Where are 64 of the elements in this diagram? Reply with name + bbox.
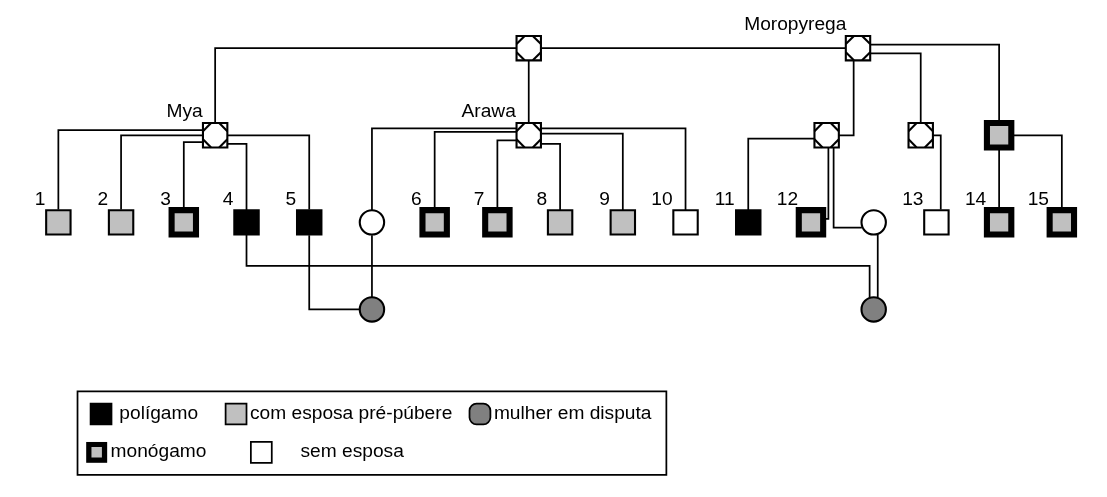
node-label: 1	[34, 187, 45, 209]
node-box	[983, 207, 1014, 238]
node-label: 13	[901, 187, 924, 209]
node-box	[922, 209, 950, 236]
node-box	[983, 120, 1014, 151]
legend-label: mulher em disputa	[493, 401, 651, 423]
connector	[213, 47, 517, 124]
connector	[527, 60, 530, 124]
node-label: 10	[650, 187, 673, 209]
connector	[539, 47, 846, 49]
node-circle	[859, 209, 887, 236]
connector	[370, 127, 517, 211]
connector	[869, 43, 1000, 124]
legend-label: polígamo	[118, 401, 198, 423]
node-label: 8	[535, 187, 547, 209]
node-label: 9	[598, 187, 610, 209]
node-box	[418, 207, 450, 238]
node-box	[671, 209, 699, 236]
connector	[226, 134, 310, 211]
node-box	[795, 207, 826, 238]
connector	[832, 147, 863, 229]
node-label: Arawa	[461, 100, 516, 122]
node-label: 14	[964, 187, 986, 209]
connector	[245, 233, 870, 299]
connector	[746, 137, 815, 211]
node-label: 11	[714, 187, 735, 209]
connector	[226, 143, 247, 211]
node-label: Mya	[166, 100, 203, 122]
connector	[540, 143, 561, 211]
node-label: 3	[159, 187, 171, 209]
node-label: 2	[96, 187, 108, 209]
node-label: 7	[473, 187, 484, 209]
connector	[876, 233, 879, 299]
node-box	[1046, 207, 1077, 238]
node-box	[232, 209, 260, 236]
node-box	[734, 209, 761, 236]
node-box	[546, 209, 573, 236]
node-box	[295, 209, 322, 236]
node-label: 15	[1027, 187, 1049, 209]
connector	[869, 52, 922, 124]
node-circle	[358, 209, 385, 236]
node-box	[481, 207, 513, 238]
node-label: 4	[222, 187, 234, 209]
connector	[57, 129, 204, 211]
node-label: 12	[776, 187, 798, 209]
legend-label: monógamo	[110, 440, 206, 462]
node-circle	[358, 296, 385, 323]
connector	[539, 127, 686, 211]
node-label: 5	[285, 187, 296, 209]
node-box	[107, 209, 134, 236]
legend-label: com esposa pré-púbere	[249, 401, 452, 423]
connector	[931, 134, 942, 211]
node-box	[44, 209, 72, 236]
node-box	[609, 209, 636, 236]
legend-label: sem esposa	[300, 440, 404, 462]
node-circle	[859, 296, 887, 323]
node-label: 6	[410, 187, 422, 209]
connector	[119, 134, 204, 211]
node-box	[168, 207, 199, 238]
connector	[370, 234, 373, 298]
connector	[539, 132, 624, 211]
connector	[307, 234, 360, 311]
connector	[837, 60, 854, 137]
node-label: Moropyrega	[743, 13, 846, 35]
